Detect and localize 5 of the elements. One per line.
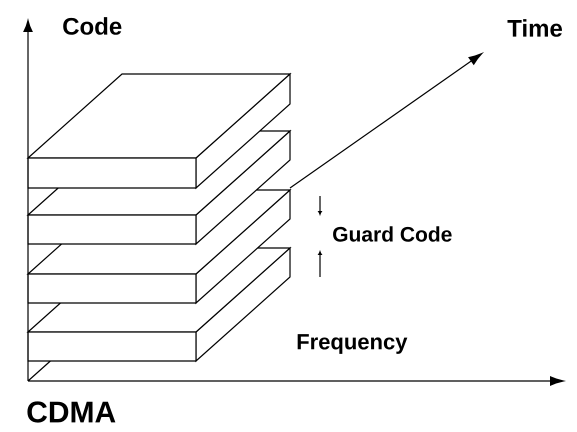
axis-label: Code	[63, 17, 122, 35]
title: CDMA	[27, 401, 116, 423]
axis-label: Guard Code	[333, 226, 452, 242]
axis-label: Time	[508, 19, 562, 37]
axis-label: Frequency	[298, 334, 408, 354]
